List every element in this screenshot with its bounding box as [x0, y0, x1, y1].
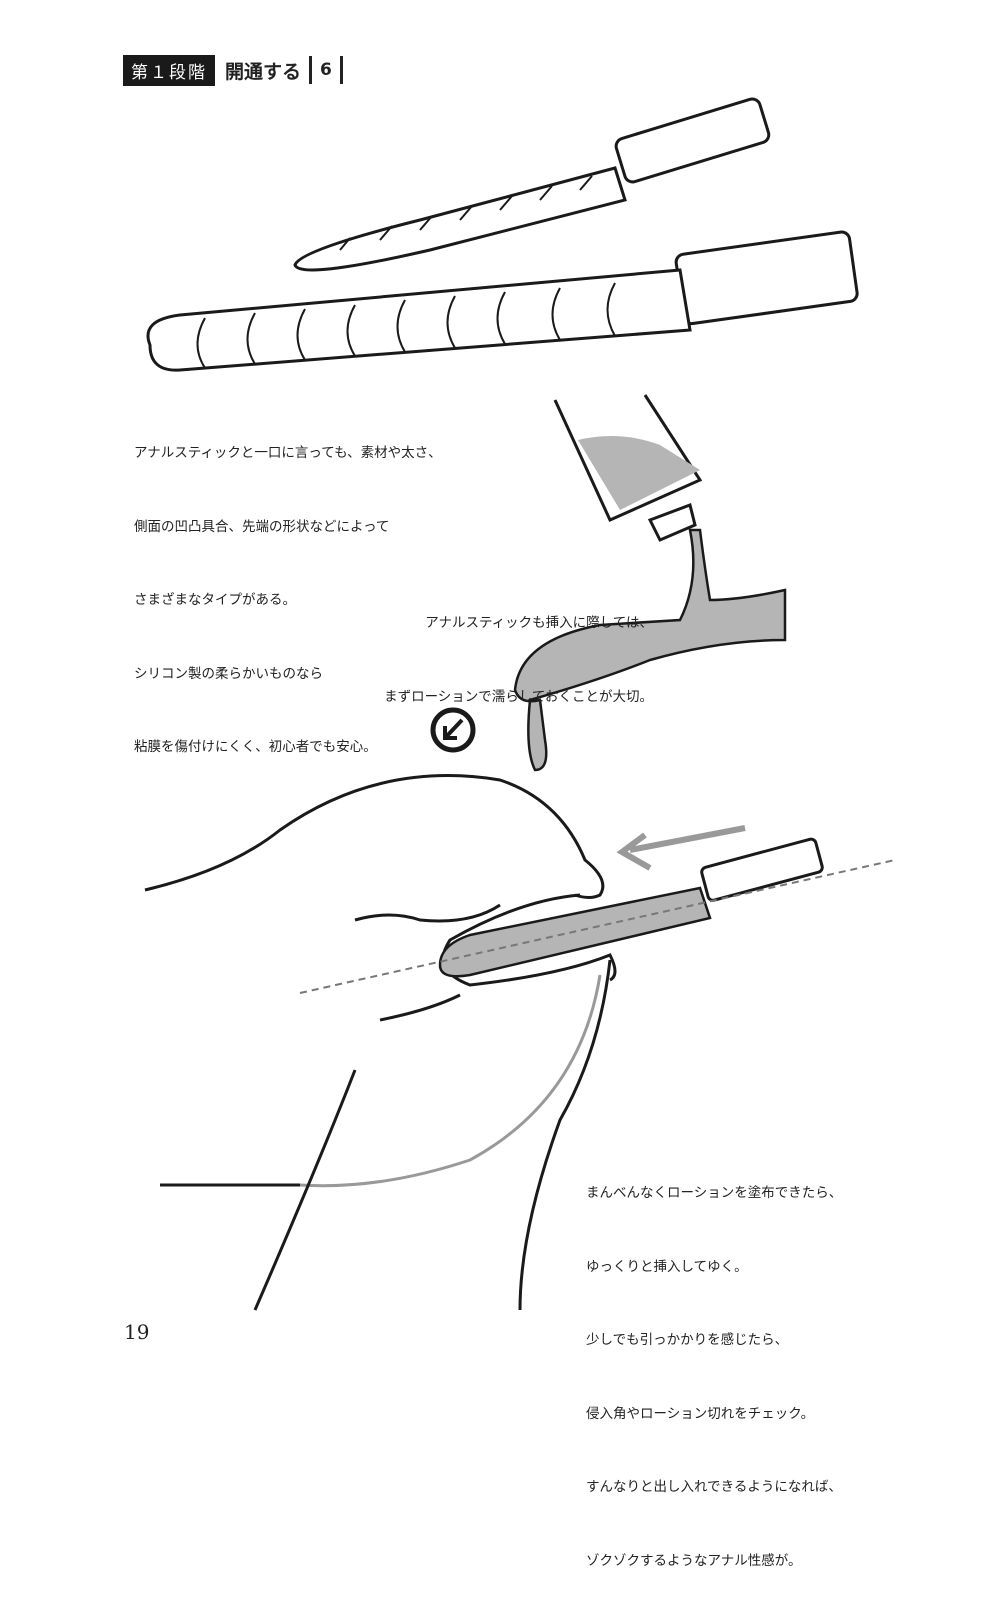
chapter-title: 開通する — [225, 60, 302, 83]
caption-line: シリコン製の柔らかいものなら — [134, 665, 323, 682]
caption-line: まずローションで濡らしておくことが大切。 — [384, 688, 653, 705]
chapter-header: 第１段階 開通する 6 — [123, 54, 351, 86]
divider — [339, 56, 343, 84]
caption-line: まんべんなくローションを塗布できたら、 — [586, 1185, 843, 1201]
caption-line: 少しでも引っかかりを感じたら、 — [586, 1332, 789, 1348]
caption-line: 侵入角やローション切れをチェック。 — [586, 1405, 815, 1422]
twisted-stick-illustration — [293, 97, 771, 272]
caption-line: 粘膜を傷付けにくく、初心者でも安心。 — [134, 739, 377, 755]
caption-line: 側面の凹凸具合、先端の形状などによって — [134, 518, 390, 535]
beaded-stick-illustration — [146, 230, 859, 372]
section-number: 6 — [320, 60, 332, 80]
divider — [309, 56, 313, 84]
caption-lotion: アナルスティックも挿入に際しては、 まずローションで濡らしておくことが大切。 — [365, 562, 653, 734]
illustration — [144, 97, 896, 1311]
caption-line: ゾクゾクするようなアナル性感が。 — [586, 1552, 802, 1569]
caption-line: ゆっくりと挿入してゆく。 — [586, 1258, 748, 1275]
caption-line: すんなりと出し入れできるようになれば、 — [586, 1479, 842, 1495]
insertion-diagram — [144, 774, 896, 1311]
stage-label: 第１段階 — [123, 54, 215, 86]
caption-line: さまざまなタイプがある。 — [134, 592, 296, 608]
caption-insert: まんべんなくローションを塗布できたら、 ゆっくりと挿入してゆく。 少しでも引っか… — [586, 1132, 842, 1598]
page-number: 19 — [124, 1320, 150, 1344]
caption-line: アナルスティックと一口に言っても、素材や太さ、 — [134, 445, 442, 461]
lotion-bottle-illustration — [513, 394, 787, 772]
caption-line: アナルスティックも挿入に際しては、 — [425, 615, 653, 631]
arrow-down-left-icon — [430, 707, 476, 753]
caption-types: アナルスティックと一口に言っても、素材や太さ、 側面の凹凸具合、先端の形状などに… — [134, 392, 442, 784]
